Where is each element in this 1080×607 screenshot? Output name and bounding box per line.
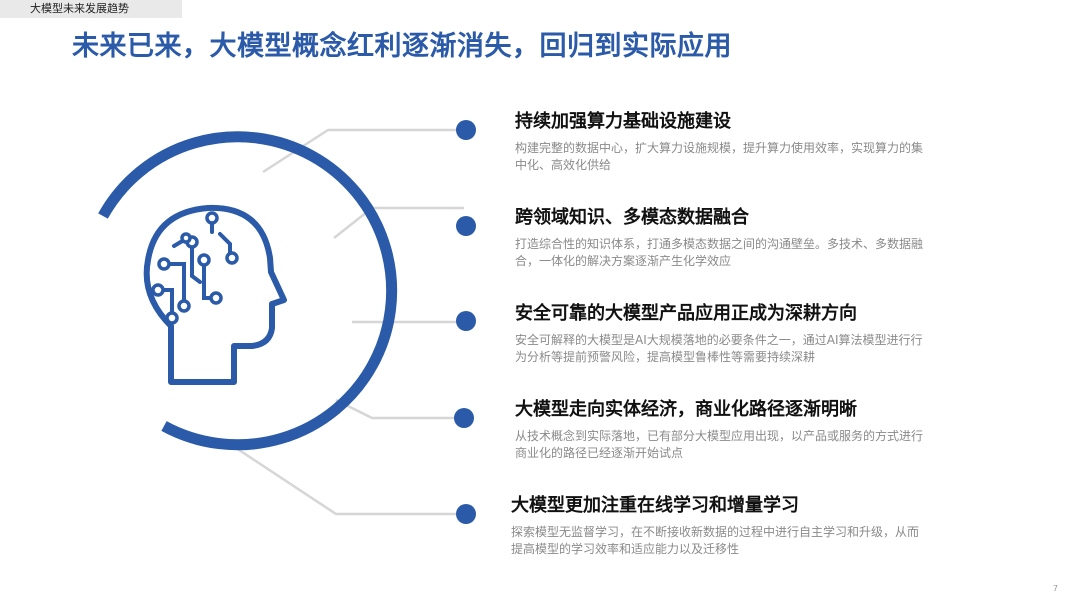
page-number: 7: [1052, 584, 1058, 593]
circuit-nodes: [151, 211, 239, 325]
connector-dot-3: [456, 311, 476, 331]
section-tag: 大模型未来发展趋势: [0, 0, 182, 18]
connector-lines: [235, 128, 464, 516]
trend-desc-5: 探索模型无监督学习，在不断接收新数据的过程中进行自主学习和升级，从而提高模型的学…: [511, 525, 920, 556]
trend-desc-2: 打造综合性的知识体系，打通多模态数据之间的沟通壁垒。多技术、多数据融合，一体化的…: [515, 237, 924, 268]
head-icon: [143, 204, 287, 385]
trend-desc-4: 从技术概念到实际落地，已有部分大模型应用出现，以产品或服务的方式进行商业化的路径…: [515, 429, 924, 460]
trend-item-2: 跨领域知识、多模态数据融合 打造综合性的知识体系，打通多模态数据之间的沟通壁垒。…: [515, 206, 930, 270]
trend-item-1: 持续加强算力基础设施建设 构建完整的数据中心，扩大算力设施规模，提升算力使用效率…: [515, 110, 930, 174]
page-title: 未来已来，大模型概念红利逐渐消失，回归到实际应用: [72, 31, 732, 62]
trend-title-2: 跨领域知识、多模态数据融合: [515, 207, 749, 228]
trend-item-3: 安全可靠的大模型产品应用正成为深耕方向 安全可解释的大模型是AI大规模落地的必要…: [515, 302, 930, 366]
connector-dot-4: [454, 408, 474, 428]
outer-arc: [98, 131, 398, 451]
connector-line-4: [335, 398, 464, 420]
connector-line-5: [235, 446, 464, 516]
connector-dot-2: [456, 216, 476, 236]
trend-title-5: 大模型更加注重在线学习和增量学习: [511, 495, 799, 516]
connector-dots: [454, 120, 476, 524]
connector-line-1: [262, 128, 464, 174]
connector-line-2: [333, 206, 464, 239]
connector-dot-5: [456, 504, 476, 524]
trend-desc-1: 构建完整的数据中心，扩大算力设施规模，提升算力使用效率，实现算力的集中化、高效化…: [515, 141, 924, 172]
trend-item-5: 大模型更加注重在线学习和增量学习 探索模型无监督学习，在不断接收新数据的过程中进…: [511, 494, 926, 558]
trend-item-4: 大模型走向实体经济，商业化路径逐渐明晰 从技术概念到实际落地，已有部分大模型应用…: [515, 398, 930, 462]
trend-title-4: 大模型走向实体经济，商业化路径逐渐明晰: [515, 399, 857, 420]
trend-desc-3: 安全可解释的大模型是AI大规模落地的必要条件之一，通过AI算法模型进行行为分析等…: [515, 333, 923, 364]
connector-dot-1: [456, 120, 476, 140]
trend-title-1: 持续加强算力基础设施建设: [515, 111, 731, 132]
trend-title-3: 安全可靠的大模型产品应用正成为深耕方向: [515, 303, 857, 324]
